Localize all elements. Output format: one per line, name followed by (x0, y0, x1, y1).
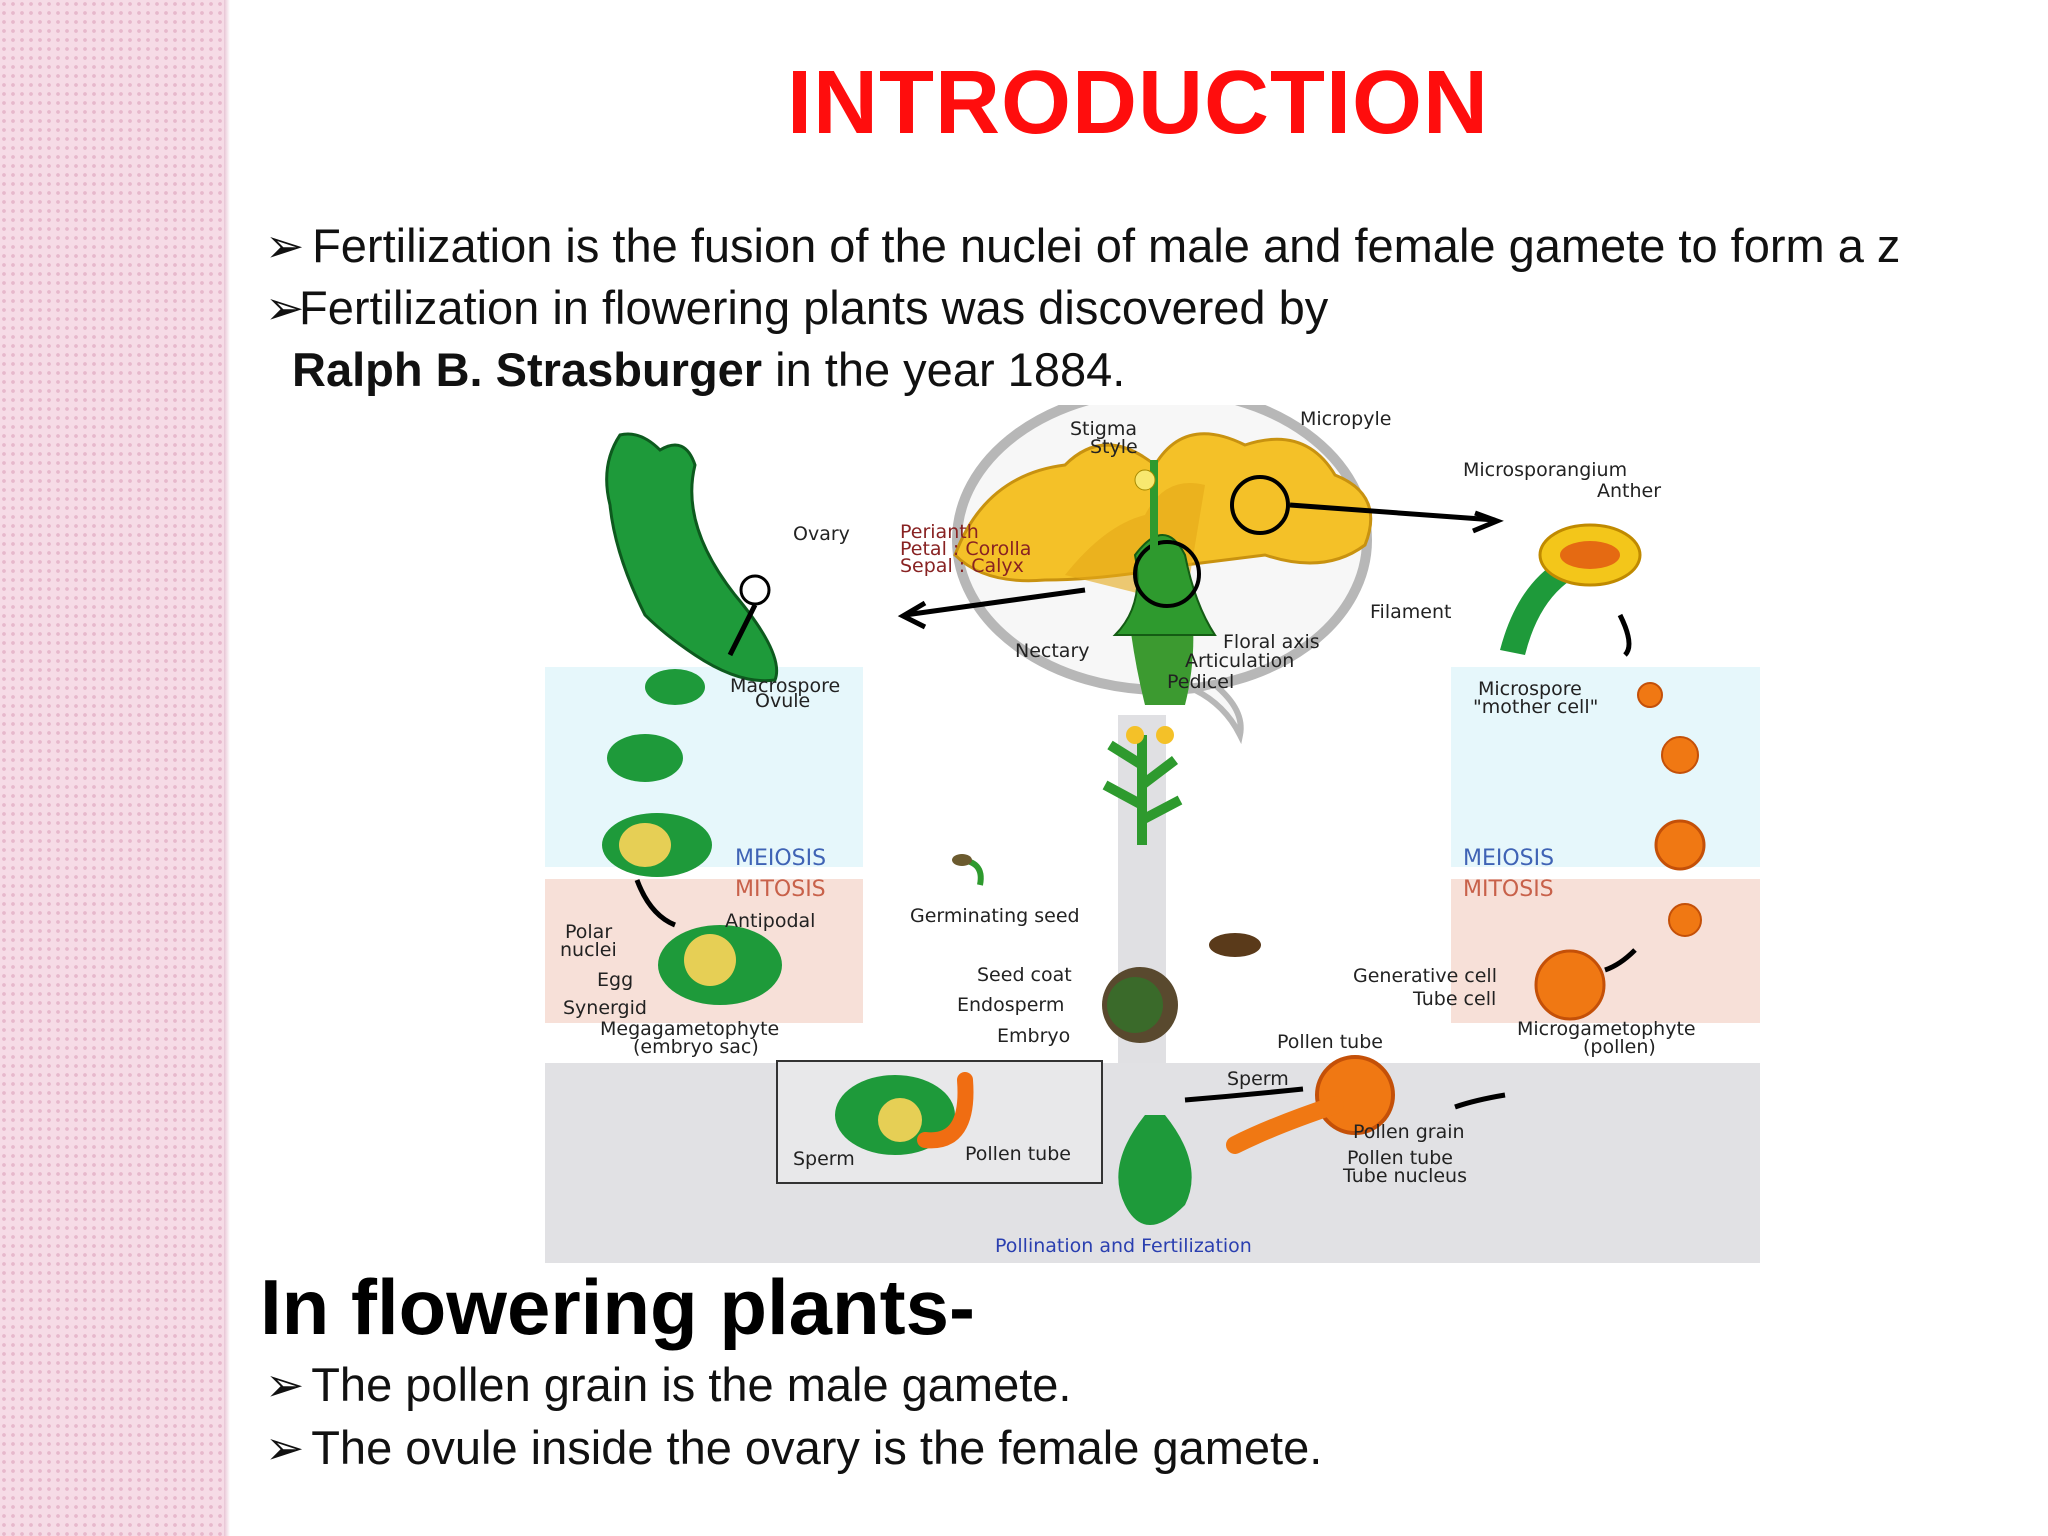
label-nectary: Nectary (1015, 640, 1090, 662)
label-embryo-sac: (embryo sac) (633, 1036, 759, 1058)
microspore-stage-1 (1637, 682, 1663, 708)
label-pedicel: Pedicel (1167, 671, 1234, 693)
slide-title: INTRODUCTION (787, 53, 1489, 153)
seeds-illustration (1209, 933, 1261, 957)
right-mitosis-panel (1451, 879, 1760, 1023)
macrospore-nuclei (619, 823, 671, 867)
ovary-illustration (605, 432, 779, 683)
label-egg: Egg (597, 969, 633, 991)
bullet-arrow-icon: ➢ (265, 219, 305, 272)
pollen-tube-zoom (917, 1072, 974, 1149)
label-anther: Anther (1597, 480, 1661, 502)
label-sepal: Sepal : Calyx (900, 555, 1024, 577)
diagram-caption: Pollination and Fertilization (995, 1235, 1252, 1257)
label-embryo: Embryo (997, 1025, 1070, 1047)
right-meiosis-panel (1451, 667, 1760, 867)
intro-bullet-2: ➢Fertilization in flowering plants was d… (265, 280, 1328, 336)
label-floral-axis: Floral axis (1223, 631, 1320, 653)
label-perianth: Perianth (900, 521, 979, 543)
intro-text-2: Fertilization in flowering plants was di… (299, 281, 1329, 334)
label-microspore: Microspore (1478, 678, 1582, 700)
bottom-text-1: The pollen grain is the male gamete. (311, 1358, 1072, 1411)
label-meiosis-left: MEIOSIS (735, 846, 826, 871)
bullet-arrow-icon: ➢ (265, 281, 305, 334)
label-mitosis-right: MITOSIS (1463, 877, 1554, 902)
intro-bullet-1: ➢ Fertilization is the fusion of the nuc… (265, 218, 1900, 274)
diagram-labels: Micropyle Stigma Style Microsporangium A… (560, 408, 1696, 1257)
process-arrows (634, 502, 1637, 1110)
ovule-highlight (739, 574, 771, 606)
microspore-stage-4 (1668, 903, 1702, 937)
label-polar: Polar (565, 921, 612, 943)
bottom-bullet-2: ➢ The ovule inside the ovary is the fema… (265, 1420, 1322, 1476)
label-ovary: Ovary (793, 523, 850, 545)
embryo-sac-center (684, 934, 736, 986)
label-sperm-box: Sperm (793, 1148, 855, 1170)
label-generative-cell: Generative cell (1353, 965, 1497, 987)
intro-text-1: Fertilization is the fusion of the nucle… (312, 219, 1901, 272)
bullet-arrow-icon: ➢ (265, 1358, 305, 1411)
label-tube-nucleus: Tube nucleus (1342, 1165, 1467, 1187)
label-pollen-grain: Pollen grain (1353, 1121, 1465, 1143)
label-stigma: Stigma (1070, 418, 1137, 440)
side-band-edge (224, 0, 230, 1536)
label-filament: Filament (1370, 601, 1451, 623)
label-synergid: Synergid (563, 997, 647, 1019)
plant-flower-2 (1156, 726, 1174, 744)
label-tube-cell: Tube cell (1412, 988, 1496, 1010)
germinating-seed-body (952, 854, 972, 866)
label-articulation: Articulation (1185, 650, 1294, 672)
microspore-tetrad (1654, 819, 1706, 871)
bottom-bullet-1: ➢ The pollen grain is the male gamete. (265, 1357, 1071, 1413)
seed-embryo (1107, 977, 1163, 1033)
magnifier-tail (1186, 681, 1244, 745)
label-mitosis-left: MITOSIS (735, 877, 826, 902)
macrospore-stage-1 (645, 669, 705, 705)
pistil-illustration (1118, 1115, 1192, 1225)
ovary-highlight-circle (1133, 540, 1201, 608)
flower-style (1150, 460, 1158, 560)
plant-illustration (1102, 735, 1183, 845)
flower-stigma (1134, 469, 1156, 491)
label-mother-cell: "mother cell" (1473, 696, 1598, 718)
pollination-fertilization-diagram: Micropyle Stigma Style Microsporangium A… (545, 405, 1760, 1263)
label-pollen: (pollen) (1583, 1036, 1656, 1058)
plant-flower-1 (1126, 726, 1144, 744)
macrospore-stage-2 (607, 734, 683, 782)
discoverer-year: in the year 1884. (762, 343, 1126, 396)
bullet-arrow-icon: ➢ (265, 1421, 305, 1474)
anther-highlight-circle (1230, 475, 1290, 535)
pollen-sacs (1560, 541, 1620, 569)
microgametophyte (1534, 949, 1606, 1021)
discoverer-line: Ralph B. Strasburger in the year 1884. (292, 342, 1125, 397)
decorative-side-band (0, 0, 228, 1536)
label-pollen-tube-box: Pollen tube (965, 1143, 1071, 1165)
fertilization-egg (878, 1098, 922, 1142)
label-sperm-right: Sperm (1227, 1068, 1289, 1090)
label-endosperm: Endosperm (957, 994, 1064, 1016)
discoverer-name: Ralph B. Strasburger (292, 343, 763, 396)
label-nuclei: nuclei (560, 939, 617, 961)
bottom-text-2: The ovule inside the ovary is the female… (311, 1421, 1323, 1474)
label-micropyle: Micropyle (1300, 408, 1391, 430)
label-megagametophyte: Megagametophyte (600, 1018, 779, 1040)
label-macrospore: Macrospore (730, 675, 840, 697)
label-seed-coat: Seed coat (977, 964, 1072, 986)
label-germinating-seed: Germinating seed (910, 905, 1080, 927)
label-microgametophyte: Microgametophyte (1517, 1018, 1696, 1040)
label-antipodal: Antipodal (725, 910, 815, 932)
label-ovule: Ovule (755, 690, 810, 712)
section-heading: In flowering plants- (260, 1263, 975, 1351)
microspore-stage-2 (1661, 736, 1699, 774)
label-meiosis-right: MEIOSIS (1463, 846, 1554, 871)
flower-pedicel (1130, 625, 1194, 705)
label-pollen-tube-right: Pollen tube (1347, 1147, 1453, 1169)
label-microsporangium: Microsporangium (1463, 459, 1627, 481)
label-petal: Petal : Corolla (900, 538, 1031, 560)
pollen-tube-illustration (1226, 1096, 1344, 1154)
label-style: Style (1090, 436, 1138, 458)
label-pollen-tube-top: Pollen tube (1277, 1031, 1383, 1053)
